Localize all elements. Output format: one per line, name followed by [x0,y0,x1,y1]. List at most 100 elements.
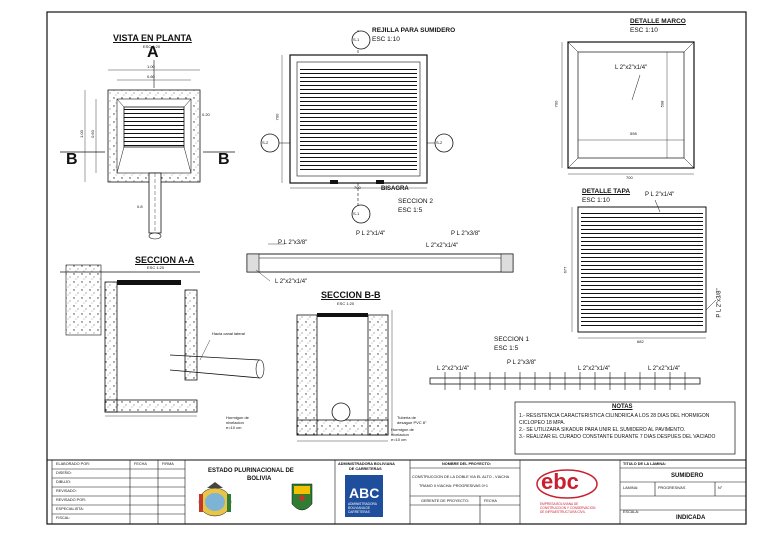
plan-dim-pipe: 0.8 [137,204,143,209]
plan-view-scale: ESC 1:20 [143,44,161,49]
cover-dim-bottom: 682 [637,339,644,344]
sheet-border [46,11,747,525]
frame-title: DETALLE MARCO [630,18,686,25]
section-mark-top: S-1 [353,37,360,42]
tb-sheet-title: SUMIDERO [671,473,704,479]
tb-row-diseno: DISEÑO: [56,471,72,475]
section-2-angle-right: L 2"x2"x1/4" [426,243,459,249]
plan-dim-top-1: 1.00 [147,64,155,69]
section-1 [429,372,701,390]
note-line-2: CICLOPEO 18 MPA. [519,420,566,426]
cover-scale: ESC 1:10 [582,197,610,204]
section-bb-note-horm-2: nivelacion [391,432,409,437]
cut-label-b-right: B [218,151,230,168]
tb-row-especialista: ESPECIALISTA: [56,507,84,511]
section-aa-scale: ESC 1:20 [147,265,165,270]
cover-title: DETALLE TAPA [582,188,631,195]
section-bb-note-horm-1: Hormigon de [391,427,414,432]
frame-dim-inner-v: 598 [659,100,665,108]
tb-tramo: TRAMO II VIACHA: PROGRESIVAS 0+1 [419,484,489,488]
tb-firma-header: FIRMA [162,462,174,466]
tb-fecha-header: FECHA [134,462,147,466]
plan-dim-top-2: 0.60 [147,74,155,79]
section-aa-note-horm-1: Hormigon de [226,415,249,420]
frame-dim-inner-h: 598 [630,131,637,136]
cut-label-a: A [147,44,159,61]
cover-detail [571,199,717,339]
tb-row-dibujo: DIBUJO: [56,480,71,484]
tb-escala-value: INDICADA [676,515,706,521]
abc-logo-text: ABC [349,485,380,501]
grating-title: REJILLA PARA SUMIDERO [372,27,456,34]
note-line-1: 1.- RESISTENCIA CARACTERISTICA CILINDRIC… [519,413,710,419]
ebc-sub-1: EMPRESA BOLIVIANA DE [540,502,579,506]
section-aa-note-canal: Hacia canal lateral [212,331,245,336]
tb-project-name: CONSTRUCCION DE LA DOBLE VIA EL ALTO - V… [412,475,510,479]
cover-plate-right: P L 2"x3/8" [716,288,723,318]
grating-dim-bottom: 700 [354,185,361,190]
tb-escala-label: ESCALA: [623,510,640,514]
tb-gov-line-1: ESTADO PLURINACIONAL DE [208,468,294,474]
section-bb-title: SECCION B-B [321,290,381,300]
note-line-4: 3.- REALIZAR EL CURADO CONSTANTE DURANTE… [519,434,716,440]
title-block-grid [51,460,746,524]
section-2-pl-right: P L 2"x3/8" [451,231,481,237]
tb-row-revisado-por: REVISADO POR: [56,498,86,502]
abc-sub-3: CARRETERAS [348,510,370,514]
section-bb-note-horm-3: e=10 cm [391,437,407,442]
frame-scale: ESC 1:10 [630,27,658,34]
plan-dim-left-1: 1.00 [78,130,84,138]
section-aa-title: SECCION A-A [135,255,195,265]
section-bb [296,310,393,442]
tb-row-fiscal: FISCAL: [56,516,71,520]
section-mark-right: S-2 [436,140,443,145]
section-aa [60,264,265,417]
section-1-angle-left: L 2"x2"x1/4" [437,366,470,372]
ebc-logo-text: ebc [541,469,579,494]
frame-angle-label: L 2"x2"x1/4" [615,65,648,71]
tb-numero: N° [718,486,723,490]
cut-label-b-left: B [66,151,78,168]
tb-abc-admin-1: ADMINISTRADORA BOLIVIANA [338,462,395,466]
section-1-scale: ESC 1:5 [494,345,519,352]
tb-gov-line-2: BOLIVIA [247,476,272,482]
section-bb-note-tub-1: Tuberia de [397,415,416,420]
abc-sub-1: ADMINISTRADORA [348,502,377,506]
grating-scale: ESC 1:10 [372,36,400,43]
section-1-angle-mid: L 2"x2"x1/4" [578,366,611,372]
ebc-logo [536,469,598,499]
section-2-title: SECCION 2 [398,198,434,205]
ebc-sub-3: DE INFRAESTRUCTURA CIVIL [540,510,586,514]
abc-sub-2: BOLIVIANA DE [348,506,370,510]
section-1-title: SECCION 1 [494,336,530,343]
cover-plate-top: P L 2"x1/4" [645,192,675,198]
tb-gerente-fecha: FECHA [484,499,497,503]
tb-gerente: GERENTE DE PROYECTO: [421,499,470,503]
frame-dim-left: 700 [553,100,559,108]
tb-row-revisado: REVISADO: [56,489,77,493]
tb-progresivas: PROGRESIVAS [658,486,686,490]
bolivia-coat-of-arms [198,482,232,517]
la-paz-emblem [291,483,313,511]
section-bb-note-tub-2: desague PVC 8" [397,420,427,425]
notes-box [514,401,736,455]
plan-view-title: VISTA EN PLANTA [113,33,192,43]
section-aa-note-horm-2: nivelacion [226,420,244,425]
section-aa-note-horm-3: e=10 cm [226,425,242,430]
tb-project-label: NOMBRE DEL PROYECTO: [442,462,492,466]
note-line-3: 2.- SE UTILIZARA SIKADUR PARA UNIR EL SU… [519,427,686,433]
section-2 [246,243,514,282]
hinge-label: BISAGRA [381,186,409,192]
section-bb-scale: ESC 1:20 [337,301,355,306]
section-1-angle-right: L 2"x2"x1/4" [648,366,681,372]
section-mark-bottom: S-1 [353,211,360,216]
section-mark-left: S-2 [262,140,269,145]
tb-row-elaborado: ELABORADO POR: [56,462,90,466]
abc-logo-box [345,475,383,517]
section-2-pl-left: P L 2"x3/8" [278,240,308,246]
plan-dim-right: 0.20 [202,112,210,117]
plan-dim-left-2: 0.60 [89,130,95,138]
tb-abc-admin-2: DE CARRETERAS [349,467,382,471]
